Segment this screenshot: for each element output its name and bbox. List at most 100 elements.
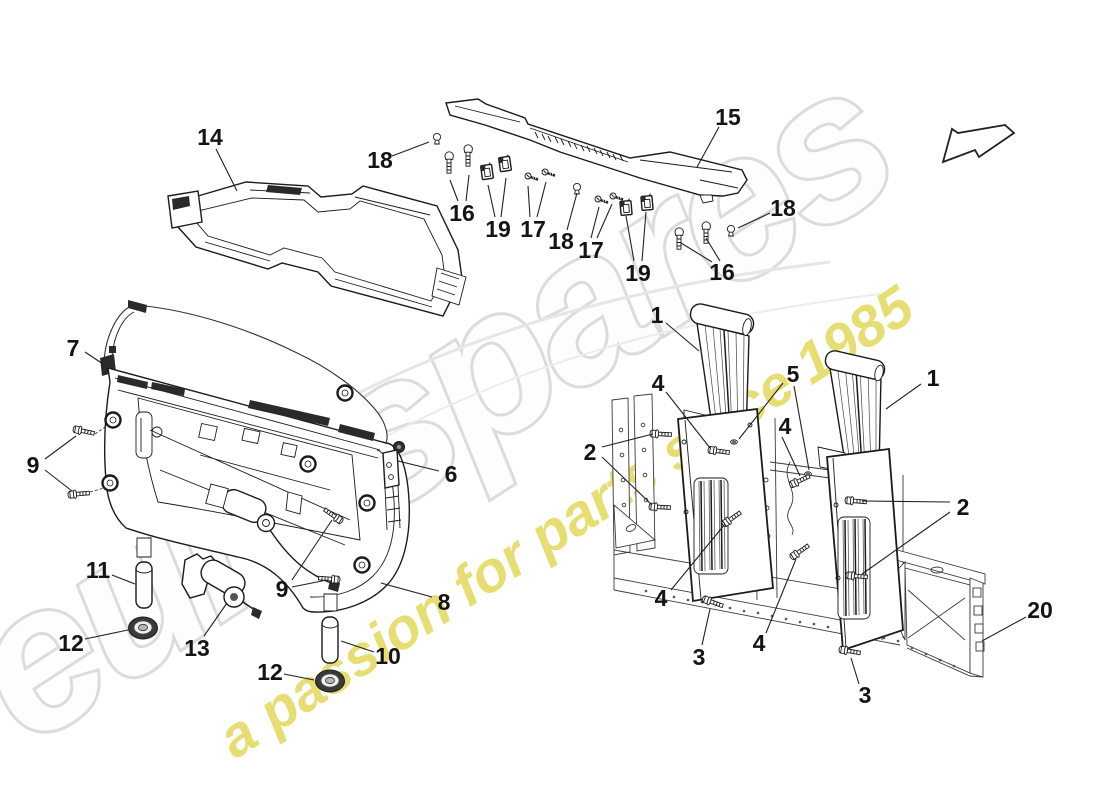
part-14-frame bbox=[167, 181, 467, 317]
leader-line-16 bbox=[680, 242, 713, 263]
callout-label-19: 19 bbox=[485, 216, 511, 242]
callout-label-18: 18 bbox=[770, 195, 796, 221]
leader-line-4 bbox=[765, 558, 797, 634]
callout-label-12: 12 bbox=[58, 630, 84, 656]
callout-label-8: 8 bbox=[438, 589, 451, 615]
leader-line-1 bbox=[665, 322, 700, 352]
leader-line-5 bbox=[738, 382, 784, 440]
leader-line-18 bbox=[566, 192, 578, 231]
leader-line-9 bbox=[44, 469, 73, 492]
leader-line-12 bbox=[84, 629, 129, 640]
fastener-19-clip-a2 bbox=[497, 153, 513, 173]
leader-line-17 bbox=[590, 206, 600, 239]
fastener-18-ball-stud-a bbox=[432, 132, 442, 145]
direction-arrow-icon bbox=[941, 124, 1016, 164]
fastener-19-clip-b2 bbox=[640, 192, 654, 212]
callout-label-20: 20 bbox=[1027, 597, 1053, 623]
callout-label-11: 11 bbox=[86, 557, 111, 583]
leader-line-12 bbox=[283, 673, 315, 681]
leader-line-16 bbox=[705, 237, 721, 262]
part-13-motor bbox=[181, 553, 262, 619]
callout-label-5: 5 bbox=[787, 361, 800, 387]
callout-label-6: 6 bbox=[445, 461, 458, 487]
part-12-grommet-left bbox=[128, 616, 158, 640]
callout-label-7: 7 bbox=[67, 335, 80, 361]
callout-label-9: 9 bbox=[276, 576, 289, 602]
leader-line-19 bbox=[487, 184, 496, 218]
leader-line-2 bbox=[861, 511, 951, 575]
fastener-2-bolt-2 bbox=[648, 501, 672, 513]
window-motor-installed bbox=[205, 483, 276, 533]
callout-label-18: 18 bbox=[367, 147, 393, 173]
screw-alignment-dashes bbox=[89, 424, 109, 493]
fastener-19-clip-a1 bbox=[479, 161, 495, 181]
callout-label-2: 2 bbox=[957, 494, 970, 520]
callout-label-17: 17 bbox=[578, 237, 604, 263]
part-8-rear-panel bbox=[101, 367, 411, 613]
callout-label-2: 2 bbox=[584, 439, 597, 465]
leader-line-19 bbox=[641, 211, 647, 262]
callout-label-16: 16 bbox=[709, 259, 735, 285]
callout-label-14: 14 bbox=[197, 124, 223, 150]
leader-line-3 bbox=[850, 657, 860, 685]
fastener-19-clip-b1 bbox=[619, 197, 633, 217]
leader-line-2 bbox=[861, 500, 951, 503]
callout-label-19: 19 bbox=[625, 260, 651, 286]
leader-line-9 bbox=[291, 519, 333, 581]
callout-label-10: 10 bbox=[375, 643, 401, 669]
leader-line-16 bbox=[465, 174, 470, 202]
leader-line-11 bbox=[111, 574, 136, 585]
leader-line-17 bbox=[527, 185, 531, 218]
callout-label-3: 3 bbox=[859, 682, 872, 708]
fasteners bbox=[67, 132, 869, 658]
leader-line-18 bbox=[391, 141, 430, 157]
callout-label-4: 4 bbox=[753, 630, 766, 656]
leader-line-4 bbox=[781, 436, 801, 477]
part-15-cover-strip bbox=[445, 98, 748, 204]
leader-line-17 bbox=[536, 181, 547, 218]
rivet-dots bbox=[644, 589, 956, 668]
leader-line-10 bbox=[340, 640, 375, 653]
fastener-5-washer-1 bbox=[730, 439, 738, 445]
callout-label-16: 16 bbox=[449, 200, 475, 226]
callout-label-15: 15 bbox=[715, 104, 741, 130]
callout-label-17: 17 bbox=[520, 216, 546, 242]
callout-label-4: 4 bbox=[779, 413, 792, 439]
callout-label-1: 1 bbox=[651, 302, 664, 328]
leader-line-13 bbox=[203, 602, 228, 637]
part-10-damper-cylinder bbox=[321, 616, 339, 664]
leader-line-16 bbox=[449, 179, 459, 202]
fastener-17-screw-a2 bbox=[540, 167, 557, 177]
leader-line-6 bbox=[397, 460, 440, 472]
leader-line-19 bbox=[500, 177, 507, 218]
callout-label-13: 13 bbox=[184, 635, 210, 661]
leader-line-18 bbox=[737, 212, 771, 229]
leader-line-1 bbox=[885, 383, 922, 410]
part-6-bracket bbox=[382, 441, 405, 531]
callout-label-3: 3 bbox=[693, 644, 706, 670]
leader-line-2 bbox=[601, 456, 653, 506]
leader-line-15 bbox=[696, 126, 720, 168]
part-12-grommet-right bbox=[315, 669, 345, 693]
leader-line-4 bbox=[670, 523, 726, 591]
leader-line-5 bbox=[793, 385, 810, 471]
callout-label-12: 12 bbox=[257, 659, 283, 685]
leader-line-17 bbox=[596, 203, 613, 239]
part-glass-panel bbox=[103, 300, 388, 444]
leader-line-9 bbox=[44, 435, 77, 460]
part-11-damper-cylinder bbox=[135, 561, 153, 609]
callout-label-9: 9 bbox=[27, 452, 40, 478]
callout-label-4: 4 bbox=[652, 370, 665, 396]
callout-label-18: 18 bbox=[548, 228, 574, 254]
leader-line-7 bbox=[84, 351, 104, 365]
fastener-16-screw-a1 bbox=[444, 151, 454, 174]
leader-line-8 bbox=[380, 582, 433, 598]
callout-label-4: 4 bbox=[655, 585, 668, 611]
fastener-9-screw-1 bbox=[71, 424, 96, 438]
fastener-17-screw-a1 bbox=[523, 171, 540, 181]
callout-label-1: 1 bbox=[927, 365, 940, 391]
leader-line-14 bbox=[215, 148, 238, 192]
mounting-plate-left bbox=[677, 407, 774, 603]
